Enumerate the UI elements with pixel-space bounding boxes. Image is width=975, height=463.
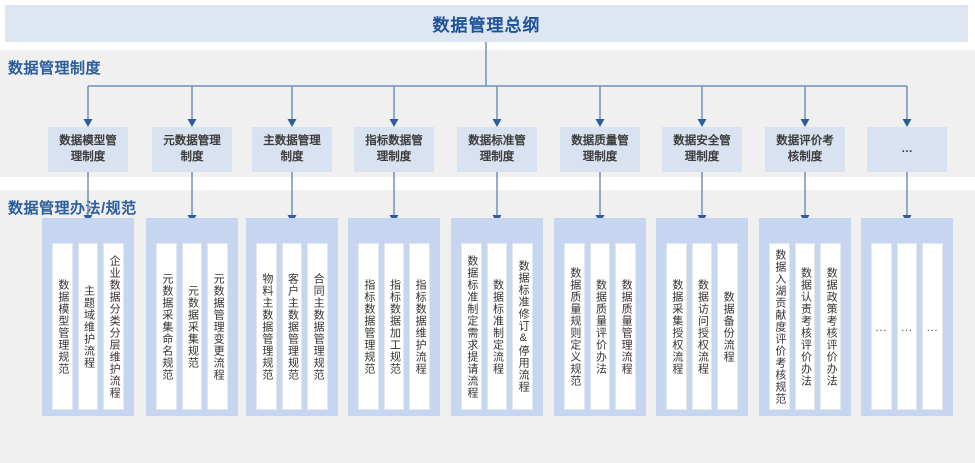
l2-box-data-security: 数据安全管理制度: [662, 127, 742, 172]
l2-box-indicator-data: 指标数据管理制度: [354, 127, 434, 172]
spec-column: 客户主数据管理规范: [281, 243, 303, 410]
page-title: 数据管理总纲: [432, 16, 541, 35]
spec-column: 数据备份流程: [717, 243, 739, 410]
spec-column: 数据采集授权流程: [666, 243, 687, 410]
spec-column: 元数据管理变更流程: [207, 243, 229, 410]
section-label-system: 数据管理制度: [8, 60, 102, 77]
group-master-data: 物料主数据管理规范 客户主数据管理规范 合同主数据管理规范: [246, 218, 338, 416]
title-band: 数据管理总纲: [5, 5, 968, 42]
l2-box-metadata: 元数据管理制度: [152, 127, 232, 172]
spec-column: 主题域维护流程: [77, 243, 99, 410]
spec-column: 指标数据维护流程: [409, 243, 431, 410]
spec-column: 合同主数据管理规范: [307, 243, 329, 410]
group-data-standard: 数据标准制定需求提请流程 数据标准制定流程 数据标准修订&停用流程: [451, 218, 543, 416]
l2-box-master-data: 主数据管理制度: [252, 127, 332, 172]
spec-column: 数据质量管理流程: [615, 243, 637, 410]
spec-column: …: [871, 243, 892, 410]
spec-column: …: [922, 243, 944, 410]
spec-column: 物料主数据管理规范: [256, 243, 277, 410]
spec-column: 数据入湖贡献度评价考核规范: [769, 243, 790, 410]
spec-column: 数据质量规则定义规范: [564, 243, 585, 410]
spec-column: 数据标准修订&停用流程: [512, 243, 534, 410]
spec-column: 元数据采集命名规范: [156, 243, 177, 410]
spec-column: 元数据采集规范: [181, 243, 203, 410]
l2-box-ellipsis: …: [867, 127, 947, 172]
spec-column: 数据模型管理规范: [52, 243, 73, 410]
group-indicator-data: 指标数据管理规范 指标数据加工规范 指标数据维护流程: [348, 218, 440, 416]
l2-box-data-standard: 数据标准管理制度: [457, 127, 537, 172]
spec-column: 数据质量评价办法: [589, 243, 611, 410]
spec-column: 指标数据加工规范: [383, 243, 405, 410]
group-data-assessment: 数据入湖贡献度评价考核规范 数据认责考核评价办法 数据政策考核评价办法: [759, 218, 851, 416]
spec-column: 数据标准制定流程: [486, 243, 508, 410]
spec-column: 数据认责考核评价办法: [794, 243, 816, 410]
group-ellipsis: … … …: [861, 218, 953, 416]
spec-column: 指标数据管理规范: [358, 243, 379, 410]
spec-column: 数据访问授权流程: [691, 243, 713, 410]
spec-column: …: [896, 243, 918, 410]
group-data-model: 数据模型管理规范 主题域维护流程 企业数据分类分层维护流程: [42, 218, 134, 416]
spec-column: 数据标准制定需求提请流程: [461, 243, 482, 410]
l2-box-data-model: 数据模型管理制度: [48, 127, 128, 172]
group-data-security: 数据采集授权流程 数据访问授权流程 数据备份流程: [656, 218, 748, 416]
l2-box-data-assessment: 数据评价考核制度: [765, 127, 845, 172]
group-data-quality: 数据质量规则定义规范 数据质量评价办法 数据质量管理流程: [554, 218, 646, 416]
l2-box-data-quality: 数据质量管理制度: [560, 127, 640, 172]
spec-column: 企业数据分类分层维护流程: [103, 243, 125, 410]
spec-column: 数据政策考核评价办法: [820, 243, 842, 410]
section-label-methods: 数据管理办法/规范: [8, 200, 137, 217]
group-metadata: 元数据采集命名规范 元数据采集规范 元数据管理变更流程: [146, 218, 238, 416]
